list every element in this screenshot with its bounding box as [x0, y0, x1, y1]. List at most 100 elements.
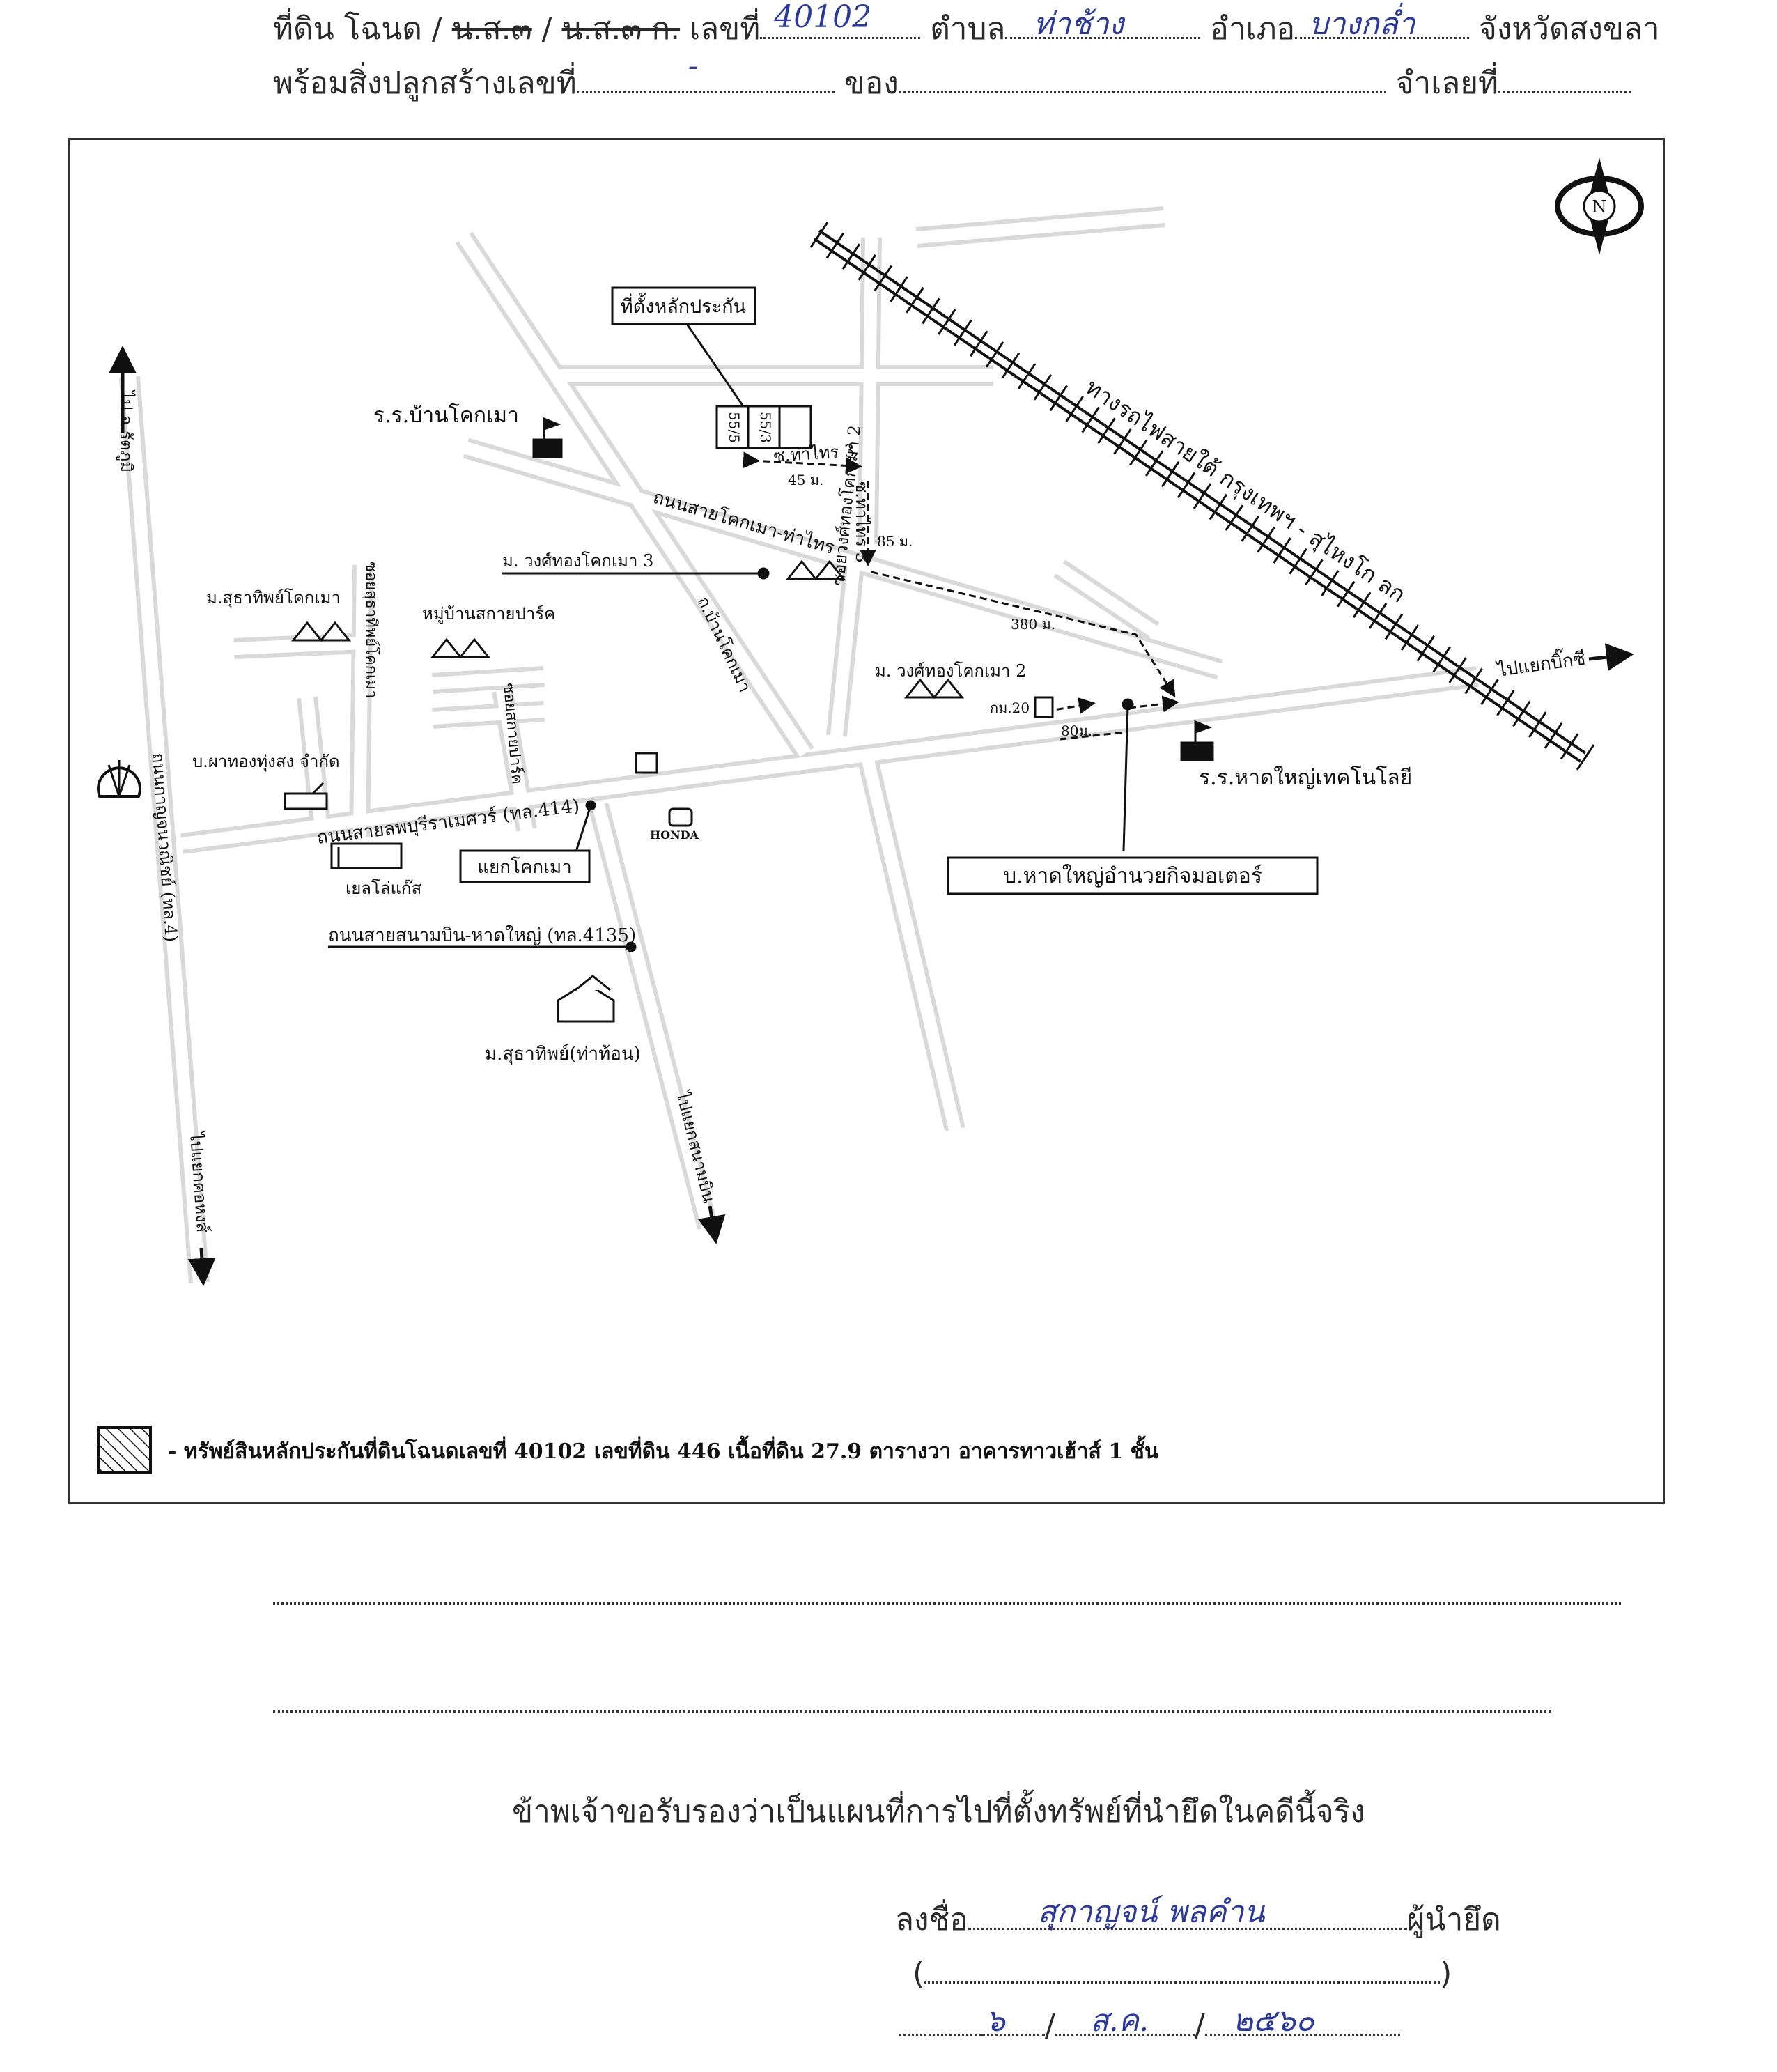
railway-tie: [906, 286, 924, 314]
lot-label-2: 55/3: [757, 412, 774, 443]
railway-tie: [1129, 439, 1148, 466]
hatch-swatch: [97, 1426, 152, 1474]
label-phathong: บ.ผาทองทุ่งสง จำกัด: [192, 752, 340, 772]
label-motor-company: บ.หาดใหญ่อำนวยกิจมอเตอร์: [1003, 864, 1262, 888]
north-label: N: [1592, 197, 1607, 217]
building-label: พร้อมสิ่งปลูกสร้างเลขที่: [273, 65, 577, 101]
railway-tie: [858, 254, 876, 281]
railway-tie: [1257, 526, 1275, 553]
north-compass-icon: N: [1555, 157, 1644, 255]
railway-tie: [890, 276, 908, 302]
collateral-lot: 55/5 55/3: [715, 405, 812, 449]
railway-tie: [1033, 373, 1053, 401]
label-hatyai-tech: ร.ร.หาดใหญ่เทคโนโลยี: [1199, 765, 1412, 790]
map-legend: - ทรัพย์สินหลักประกันที่ดินโฉนดเลขที่ 40…: [97, 1426, 1159, 1474]
railway-tie: [1560, 733, 1579, 760]
label-suthathip-thaon: ม.สุธาทิพย์(ท่าท้อน): [485, 1044, 641, 1065]
shell-logo-icon: [97, 760, 141, 798]
railway-tie: [1097, 417, 1116, 444]
signature-line: ลงชื่อ สุกาญจน์ พลคำน ผู้นำยึด: [895, 1894, 1501, 1944]
railway-tie: [1512, 700, 1531, 727]
railway-tie: [1544, 722, 1563, 749]
deed-number-label: เลขที่: [690, 11, 761, 47]
signature: สุกาญจน์ พลคำน: [1037, 1894, 1265, 1930]
dotted-line-1: [273, 1602, 1621, 1605]
gas-station-icon: [330, 842, 403, 869]
railway-tie: [1065, 396, 1084, 422]
label-railway: ทางรถไฟสายใต้ กรุงเทพฯ - สุไหงโก ลก: [1080, 373, 1411, 608]
label-road-airport: ถนนสายสนามบิน-หาดใหญ่ (ทล.4135): [328, 925, 636, 946]
railway-tie: [1400, 624, 1420, 651]
label-dist-45: 45 ม.: [788, 472, 823, 488]
label-wongthong2: ม. วงศ์ทองโคกเมา 2: [875, 661, 1026, 681]
honda-logo-icon: [668, 807, 693, 827]
label-dist-380: 380 ม.: [1011, 616, 1055, 633]
landmark-icons: [97, 417, 1214, 1023]
label-wongthong3: ม. วงศ์ทองโคกเมา 3: [502, 551, 653, 571]
amphoe-value: บางกล่ำ: [1309, 6, 1415, 42]
land-type-label: ที่ดิน โฉนด /: [273, 11, 442, 47]
date-year: ๒๕๖๐: [1232, 2003, 1314, 2039]
village-icon: [785, 559, 846, 581]
railway-tie: [954, 319, 972, 346]
label-to-ratthaphum: ไป อ.รัตภูมิ: [116, 389, 136, 472]
store-icon: [635, 752, 658, 774]
railway-tie: [1177, 472, 1196, 499]
map-canvas: N ที่ตั้งหลักประกัน 55/5 55/3: [97, 157, 1644, 1474]
railway-tie: [1289, 548, 1307, 575]
label-yellow-gas: เยลโล่แก๊ส: [346, 879, 422, 898]
label-suthathip: ม.สุธาทิพย์โคกเมา: [206, 588, 341, 608]
amphoe-label: อำเภอ: [1210, 11, 1295, 47]
header-line-1: ที่ดิน โฉนด / น.ส.๓ / น.ส.๓ ก. เลขที่401…: [273, 0, 1660, 47]
date-day: ๖: [986, 2003, 1005, 2039]
railway-tie: [1145, 450, 1164, 477]
railway-tie: [1113, 428, 1132, 455]
label-honda: HONDA: [650, 828, 699, 842]
village-icon-2: [903, 678, 965, 699]
railway-tie: [1528, 711, 1547, 738]
label-dist-85: 85 ม.: [877, 533, 913, 550]
collateral-callout-box: [611, 286, 756, 325]
railway-tie: [1337, 580, 1356, 608]
railway-tie: [1081, 406, 1100, 433]
railway-tie: [874, 265, 892, 292]
school-flag-icon-2: [1180, 720, 1214, 761]
location-map: N ที่ตั้งหลักประกัน 55/5 55/3: [68, 138, 1665, 1504]
railway-tie: [1321, 570, 1340, 596]
deed-number-value: 40102: [774, 0, 872, 35]
header-line-2: พร้อมสิ่งปลูกสร้างเลขที่- ของ จำเลยที่: [273, 48, 1631, 107]
railway-tie: [985, 341, 1004, 368]
railway-tie: [1225, 504, 1244, 532]
ns3k-struck: น.ส.๓ ก.: [561, 11, 681, 47]
sign-label: ลงชื่อ: [895, 1902, 968, 1938]
label-sakai: หมู่บ้านสกายปาร์ค: [422, 604, 555, 624]
railway-tie: [922, 297, 940, 325]
defendant-label: จำเลยที่: [1395, 65, 1498, 101]
label-junction-kokmao: แยกโคกเมา: [477, 856, 571, 878]
building-value: -: [688, 48, 699, 84]
railway-tie: [1384, 613, 1404, 640]
railway-tie: [969, 330, 988, 357]
railway-tie: [1017, 363, 1037, 389]
distance-markers: [743, 451, 1179, 741]
label-to-bigc: ไปแยกบิ๊กซี: [1494, 645, 1587, 682]
railway-tie: [1209, 493, 1228, 520]
railway-tie: [1448, 657, 1467, 683]
collateral-callout: ที่ตั้งหลักประกัน: [621, 293, 746, 318]
signer-role: ผู้นำยึด: [1406, 1902, 1501, 1938]
railway-line: [809, 222, 1595, 771]
label-dist-80: 80ม.: [1061, 722, 1092, 739]
railway-tie: [1305, 559, 1324, 586]
railway-tie: [1273, 537, 1291, 564]
railway-tie: [1352, 592, 1372, 619]
label-soi-suthathip: ซอยสุธาทิพย์โคกเมา: [362, 562, 380, 698]
school-flag-icon: [532, 417, 563, 458]
label-school-kokmao: ร.ร.บ้านโคกเมา: [373, 403, 519, 428]
railway-tie: [1576, 744, 1595, 771]
railway-tie: [1480, 679, 1499, 706]
railway-tie: [1464, 667, 1483, 695]
certification-text: ข้าพเจ้าขอรับรองว่าเป็นแผนที่การไปที่ตั้…: [512, 1794, 1365, 1830]
railway-tie: [1496, 690, 1515, 716]
house-icon: [557, 975, 615, 1023]
railway-tie: [1368, 603, 1388, 629]
